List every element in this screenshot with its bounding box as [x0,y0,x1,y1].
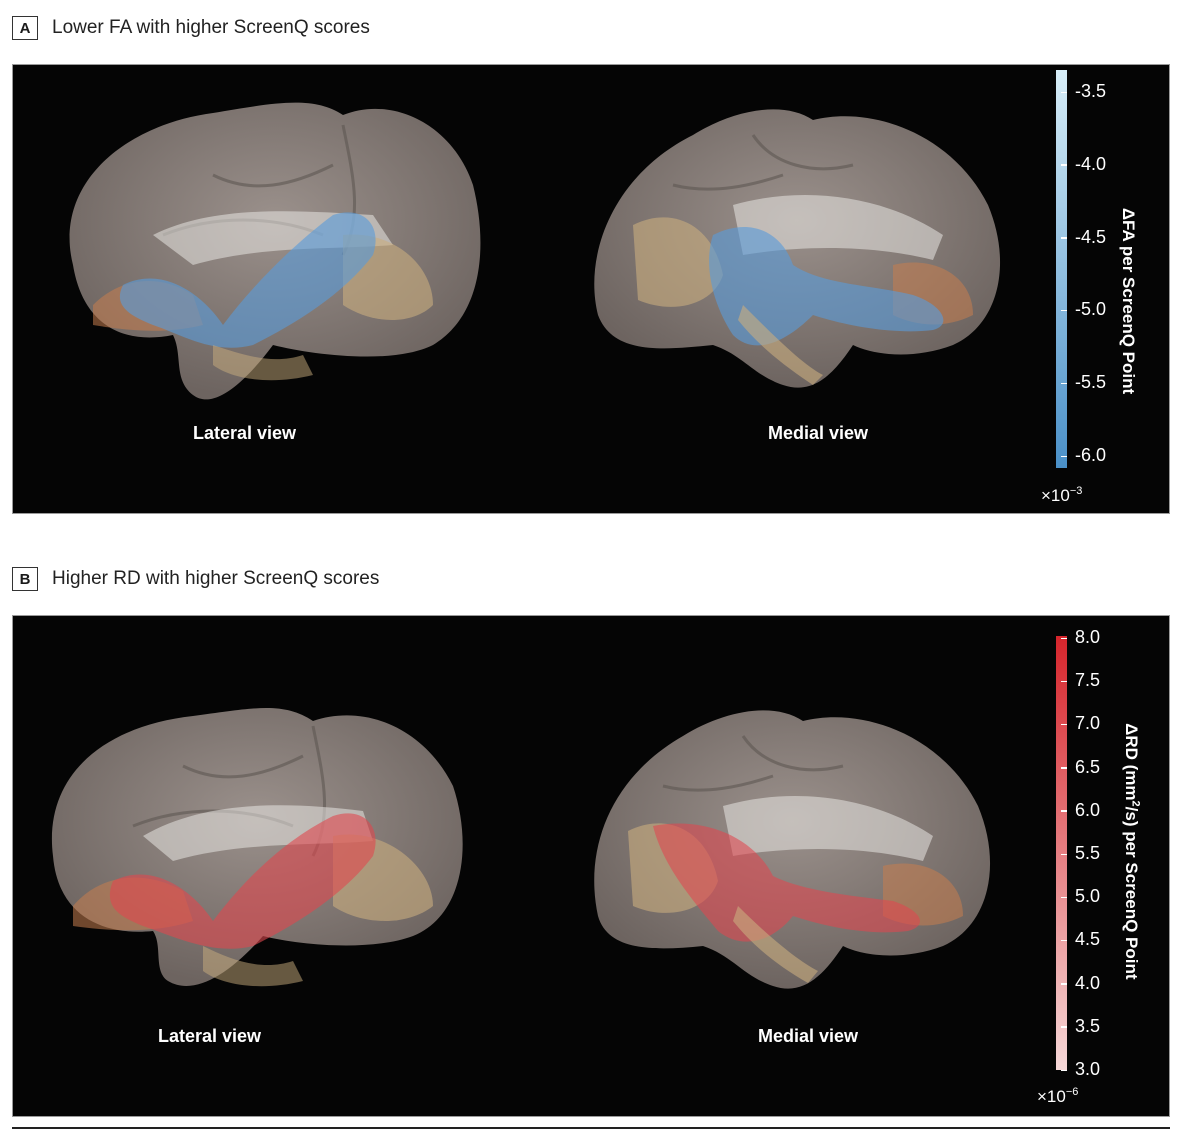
colorbar-tick-label: -5.5 [1060,372,1107,393]
colorbar-tick-label: -5.0 [1060,299,1107,320]
colorbar-tick-label: 6.5 [1060,756,1101,777]
lateral-rd-overlay [109,813,376,949]
panel-a-image: Lateral view Medial view ΔFA per ScreenQ… [12,64,1170,514]
medial-white-tract [723,796,933,861]
lateral-brain-surface [51,707,463,986]
panel-a-colorbar [1056,70,1067,468]
medial-rd-overlay [653,823,920,942]
colorbar-tick-label: -4.5 [1060,226,1107,247]
lateral-fa-overlay [119,212,376,348]
colorbar-tick-label: 5.5 [1060,843,1101,863]
panel-b-title: Higher RD with higher ScreenQ scores [52,568,380,589]
panel-b-image: Lateral view Medial view ΔRD (mm2/s) per… [12,615,1170,1117]
panel-b-brain-renderings [51,707,991,989]
panel-a-header: A Lower FA with higher ScreenQ scores [12,14,370,42]
colorbar-tick-label: 7.0 [1060,713,1101,734]
colorbar-tick-label: -3.5 [1060,81,1107,101]
colorbar-tick-label: 4.0 [1060,972,1101,993]
colorbar-tick-label: 8.0 [1060,627,1101,647]
panel-b-lateral-brain [51,707,463,987]
colorbar-tick-label: 6.0 [1060,799,1101,820]
panel-b-medial-brain [594,710,991,989]
medial-tan-tract [633,217,723,307]
panel-a-lateral-brain [69,102,481,400]
lateral-white-tract [143,805,373,861]
panel-a-colorbar-exponent: ×10−3 [1041,485,1083,505]
colorbar-tick-label: -4.0 [1060,153,1107,174]
bottom-rule [12,1127,1170,1129]
panel-a-brain-renderings [69,102,1001,400]
panel-b-medial-view-label: Medial view [758,1026,859,1046]
panel-a-colorbar-label: ΔFA per ScreenQ Point [1119,207,1139,395]
panel-a-lateral-view-label: Lateral view [193,423,297,443]
colorbar-tick-label: 7.5 [1060,670,1101,691]
colorbar-tick-label: 3.0 [1060,1059,1101,1079]
panel-b-colorbar [1056,636,1067,1070]
colorbar-tick-label: 3.5 [1060,1015,1101,1036]
medial-white-tract [733,195,943,260]
lateral-brain-surface [69,102,481,400]
panel-a-letter: A [12,16,38,40]
medial-fa-overlay [709,226,944,346]
panel-a-medial-brain [594,109,1001,388]
colorbar-tick-label: 4.5 [1060,929,1101,950]
panel-a-title: Lower FA with higher ScreenQ scores [52,17,370,38]
panel-b-letter: B [12,567,38,591]
panel-b-colorbar-label: ΔRD (mm2/s) per ScreenQ Point [1121,723,1142,980]
colorbar-tick-label: -6.0 [1060,445,1107,465]
panel-b-lateral-view-label: Lateral view [158,1026,262,1046]
panel-b-colorbar-exponent: ×10−6 [1037,1086,1079,1106]
panel-a-medial-view-label: Medial view [768,423,869,443]
colorbar-tick-label: 5.0 [1060,886,1101,907]
panel-b-header: B Higher RD with higher ScreenQ scores [12,565,379,593]
